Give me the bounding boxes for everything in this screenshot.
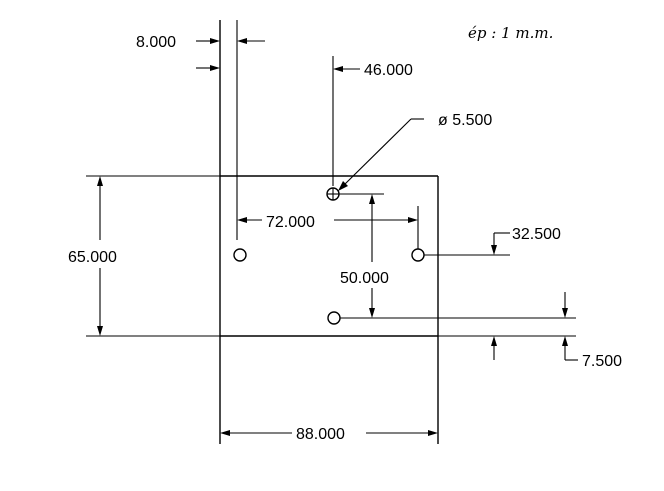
dim-46: 46.000 [333,62,413,79]
dim-32-5: 32.500 [491,226,561,255]
dim-label-65: 65.000 [68,249,117,266]
dim-label-72: 72.000 [266,214,315,231]
dim-65: 65.000 [68,176,117,336]
dim-72: 72.000 [237,214,418,231]
handwritten-thickness-note: ép : 1 m.m. [468,24,553,42]
dim-label-46: 46.000 [364,62,413,79]
dim-88: 88.000 [220,426,438,443]
hole-bottom [327,311,341,325]
dim-diameter: ø 5.500 [338,112,492,191]
dim-7-5: 7.500 [491,292,622,370]
dim-label-50: 50.000 [340,270,389,287]
extension-lines [236,20,576,319]
dim-label-32-5: 32.500 [512,226,561,243]
dim-8: 8.000 [136,34,265,71]
plate-outline [86,20,576,444]
dim-label-88: 88.000 [296,426,345,443]
hole-right [411,248,425,262]
holes [233,187,425,325]
dim-label-8: 8.000 [136,34,176,51]
dim-label-7-5: 7.500 [582,353,622,370]
hole-left [233,248,247,262]
dim-50: 50.000 [340,194,389,318]
dim-label-diameter: ø 5.500 [438,112,492,129]
